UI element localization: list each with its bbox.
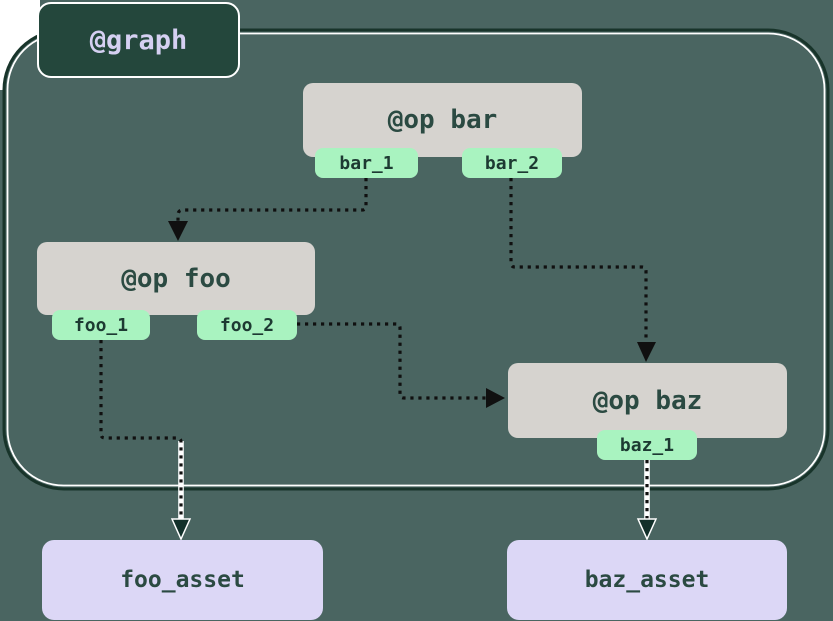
edge-bar2-to-baz [509,178,648,342]
output-tag-foo-1[interactable]: foo_1 [52,310,150,340]
output-tag-foo-2[interactable]: foo_2 [197,310,297,340]
graph-container-outer-border [2,28,830,491]
asset-foo-label: foo_asset [120,567,245,593]
graph-badge-label: @graph [89,24,188,56]
asset-node-baz-asset[interactable]: baz_asset [507,540,787,620]
arrowhead-bar2-to-baz [637,342,656,362]
output-tag-bar-1[interactable]: bar_1 [315,148,418,178]
output-tag-bar-2-label: bar_2 [484,152,540,174]
graph-badge[interactable]: @graph [37,2,240,78]
arrowhead-bar1-to-foo [168,221,188,241]
asset-node-foo-asset[interactable]: foo_asset [42,540,323,620]
asset-baz-label: baz_asset [584,567,710,593]
output-tag-baz-1[interactable]: baz_1 [597,430,697,460]
output-tag-foo-1-label: foo_1 [73,314,129,336]
op-baz-label: @op baz [592,385,703,416]
output-tag-bar-1-label: bar_1 [339,152,394,174]
edge-foo2-to-baz [297,322,486,400]
graph-container-inner-border [6,32,826,487]
op-bar-label: @op bar [387,105,498,135]
op-node-foo[interactable]: @op foo [37,242,315,315]
edge-foo1-to-fooasset [99,340,183,519]
arrowhead-foo2-to-baz [486,388,505,408]
output-tag-baz-1-label: baz_1 [619,434,675,456]
corner-white-patch [0,0,40,90]
op-foo-label: @op foo [121,263,231,294]
op-node-baz[interactable]: @op baz [508,363,787,438]
output-tag-foo-2-label: foo_2 [219,314,275,336]
arrowhead-foo1-to-fooasset [170,518,192,541]
op-node-bar[interactable]: @op bar [303,83,582,157]
arrowhead-baz1-to-bazasset [636,518,658,541]
output-tag-bar-2[interactable]: bar_2 [462,148,562,178]
edge-bar1-to-foo [176,178,368,221]
